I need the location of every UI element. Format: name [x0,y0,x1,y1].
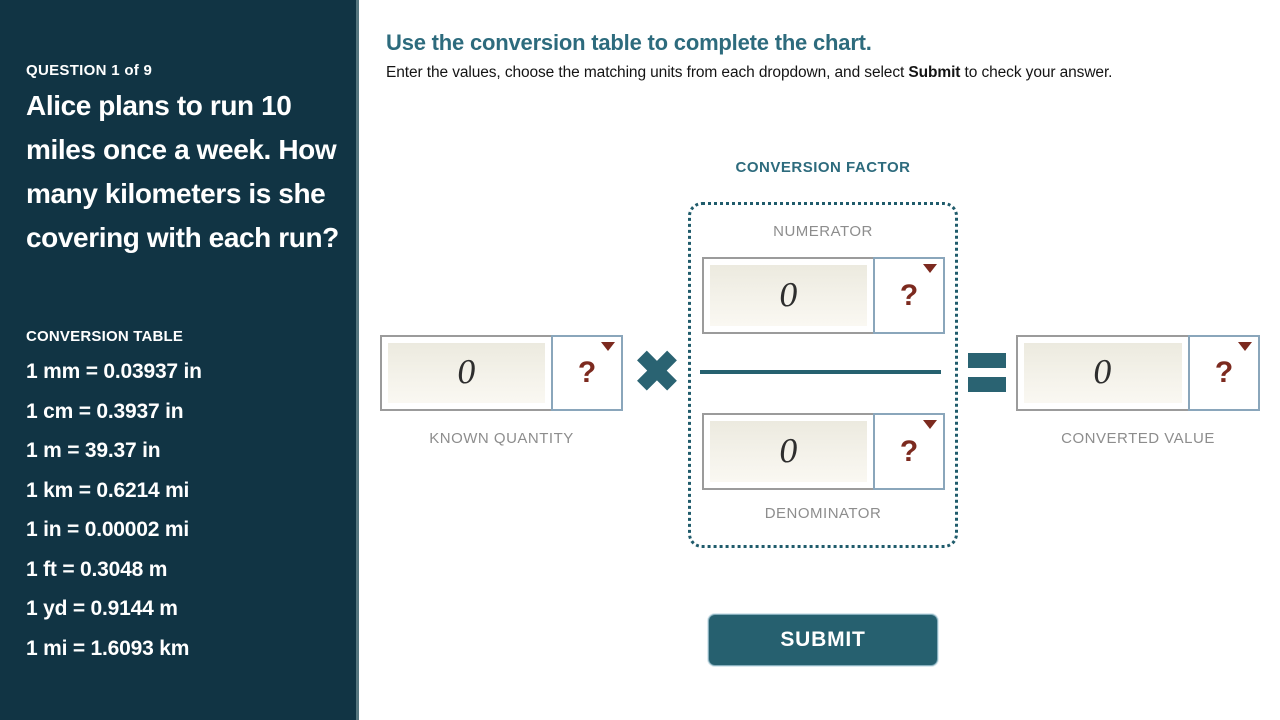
conversion-table-row: 1 in = 0.00002 mi [26,518,189,541]
question-text: Alice plans to run 10 miles once a week.… [26,90,339,253]
conversion-factor-box [688,202,958,548]
numerator-unit-dropdown[interactable]: ? [873,257,945,334]
multiply-icon: ✖ [633,340,681,403]
known-quantity-value: 0 [455,354,478,392]
converted-value-unit-dropdown[interactable]: ? [1188,335,1260,411]
converted-value-value: 0 [1091,354,1115,392]
denominator-value-field[interactable]: 0 [710,421,867,482]
equals-icon [968,353,1006,392]
converted-value-input: 0 ? [1016,335,1260,411]
question-counter: QUESTION 1 of 9 [26,62,153,79]
page-title: Use the conversion table to complete the… [386,30,872,55]
conversion-factor-label: CONVERSION FACTOR [735,159,911,176]
chevron-down-icon [923,420,937,429]
instructions-text: Enter the values, choose the matching un… [386,64,1112,82]
instructions-suffix: to check your answer. [960,64,1113,81]
conversion-table-row: 1 cm = 0.3937 in [26,399,184,423]
numerator-value: 0 [777,276,800,315]
denominator-unit-dropdown[interactable]: ? [873,413,945,490]
conversion-table-title: CONVERSION TABLE [26,328,184,345]
conversion-table-row: 1 mi = 1.6093 km [26,636,190,660]
converted-value-value-field[interactable]: 0 [1024,343,1182,403]
converted-value-label: CONVERTED VALUE [1061,430,1215,447]
chevron-down-icon [923,264,937,273]
conversion-table: 1 mm = 0.03937 in 1 cm = 0.3937 in 1 m =… [26,352,202,668]
fraction-line [700,370,941,374]
known-quantity-unit-dropdown[interactable]: ? [551,335,623,411]
denominator-value: 0 [777,432,800,471]
unit-placeholder: ? [899,434,919,468]
conversion-table-row: 1 ft = 0.3048 m [26,557,168,581]
known-quantity-label: KNOWN QUANTITY [429,430,574,447]
question-sidebar: QUESTION 1 of 9 Alice plans to run 10 mi… [0,0,359,720]
conversion-table-row: 1 km = 0.6214 mi [26,478,190,502]
conversion-table-row: 1 yd = 0.9144 m [26,597,178,620]
known-quantity-value-field[interactable]: 0 [388,343,545,403]
unit-placeholder: ? [1214,356,1234,389]
numerator-label: NUMERATOR [773,223,873,240]
instructions-prefix: Enter the values, choose the matching un… [386,64,909,81]
denominator-input: 0 ? [702,413,945,490]
instructions-submit-word: Submit [908,64,961,81]
numerator-value-field[interactable]: 0 [710,265,867,326]
conversion-table-row: 1 mm = 0.03937 in [26,360,202,383]
chevron-down-icon [601,342,615,351]
denominator-label: DENOMINATOR [764,505,882,522]
conversion-table-row: 1 m = 39.37 in [26,439,161,462]
numerator-input: 0 ? [702,257,945,334]
known-quantity-input: 0 ? [380,335,623,411]
unit-placeholder: ? [899,278,919,312]
unit-placeholder: ? [577,356,597,389]
chevron-down-icon [1238,342,1252,351]
submit-button[interactable]: SUBMIT [708,614,938,666]
